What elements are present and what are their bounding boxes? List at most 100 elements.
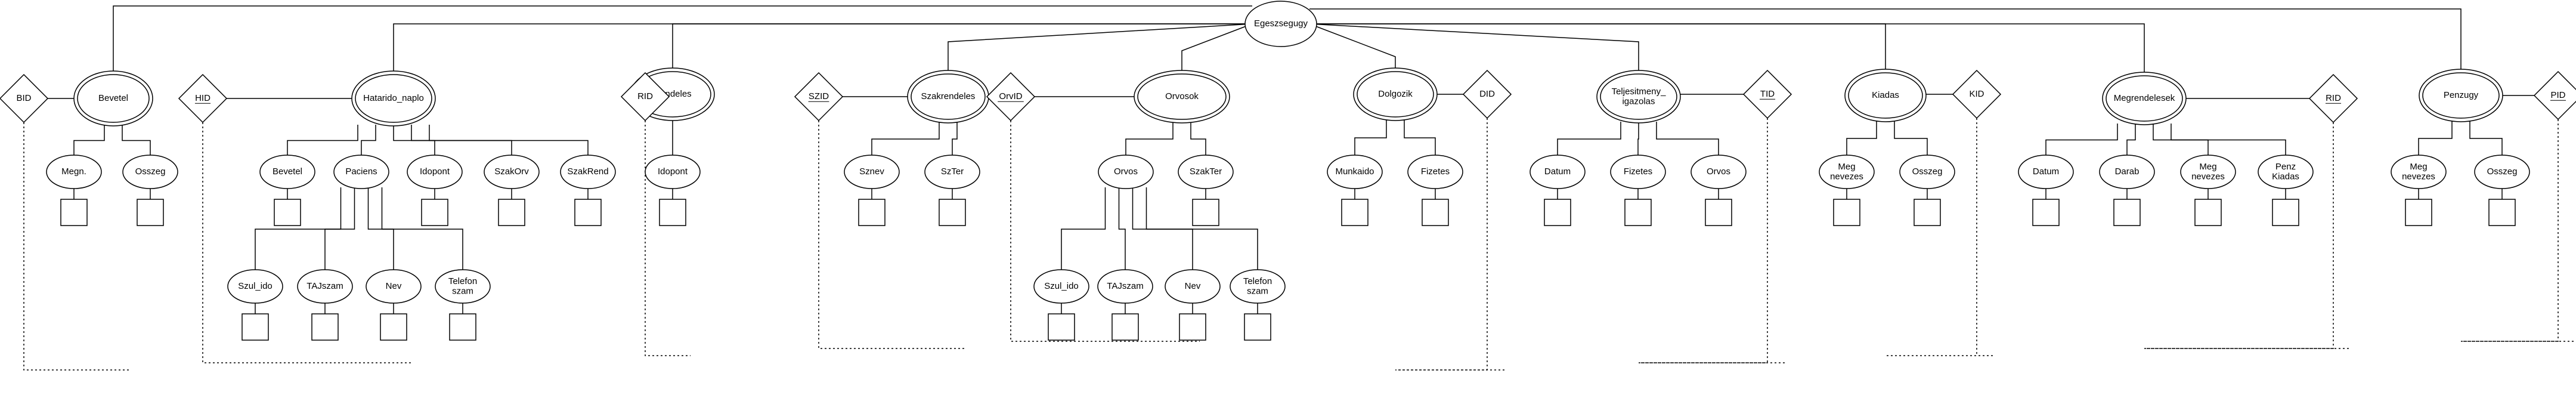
node-label: Orvos bbox=[1707, 166, 1730, 177]
node-label: Datum bbox=[1544, 166, 1571, 177]
attribute-box bbox=[1422, 199, 1449, 226]
attribute-box bbox=[1914, 199, 1941, 226]
attribute-munkaido: Munkaido bbox=[1327, 155, 1383, 226]
node-label: Datum bbox=[2033, 166, 2059, 177]
attribute-szakrend: SzakRend bbox=[560, 155, 616, 226]
node-label: Megn. bbox=[61, 166, 86, 177]
node-label: Bevetel bbox=[273, 166, 302, 177]
attribute-box bbox=[242, 313, 269, 341]
entity-dolgozik: Dolgozik bbox=[1353, 67, 1438, 121]
attribute-szakter: SzakTer bbox=[1178, 155, 1234, 226]
entity-kiadas: Kiadas bbox=[1844, 69, 1927, 122]
attribute-box bbox=[2032, 199, 2060, 226]
entity-hataridonaplo: Hatarido_naplo bbox=[351, 70, 436, 127]
attribute-szulido2: Szul_ido bbox=[1033, 269, 1089, 341]
attribute-bevetel2: Bevetel bbox=[259, 155, 315, 226]
attribute-box bbox=[2272, 199, 2299, 226]
attribute-nev1: Nev bbox=[366, 269, 422, 341]
key-szid: SZID bbox=[794, 72, 844, 122]
node-label: SZID bbox=[809, 91, 829, 101]
attribute-idopont1: Idopont bbox=[407, 155, 463, 226]
node-label: Sznev bbox=[859, 166, 884, 177]
attribute-box bbox=[1624, 199, 1652, 226]
node-label: Orvosok bbox=[1165, 91, 1199, 101]
attribute-osszeg1: Osszeg bbox=[122, 155, 178, 226]
node-label: TAJszam bbox=[1107, 281, 1143, 291]
attribute-tajszam1: TAJszam bbox=[297, 269, 353, 341]
entity-bevetel: Bevetel bbox=[73, 70, 153, 127]
attribute-osszeg2: Osszeg bbox=[1899, 155, 1955, 226]
attribute-box bbox=[498, 199, 525, 226]
node-label: Darab bbox=[2115, 166, 2140, 177]
node-label: Szul_ido bbox=[238, 281, 273, 291]
entity-teljesitmeny: Teljesitmeny_igazolas bbox=[1596, 70, 1681, 124]
attribute-box bbox=[1705, 199, 1732, 226]
entity-megrendelesek: Megrendelesek bbox=[2102, 72, 2187, 125]
attribute-fizetes2: Fizetes bbox=[1610, 155, 1666, 226]
key-hid: HID bbox=[178, 73, 228, 124]
node-label: Munkaido bbox=[1335, 166, 1374, 177]
key-rid2: RID bbox=[2308, 73, 2358, 124]
node-label: SzakRend bbox=[567, 166, 608, 177]
attribute-orvos1: Orvos bbox=[1098, 155, 1154, 189]
node-label: Osszeg bbox=[1912, 166, 1943, 177]
node-label: BID bbox=[16, 93, 31, 103]
node-label: KID bbox=[1969, 89, 1984, 99]
attribute-box bbox=[137, 199, 164, 226]
key-bid: BID bbox=[0, 73, 49, 124]
node-label: Teljesitmeny_igazolas bbox=[1612, 87, 1667, 107]
node-label: Nev bbox=[386, 281, 402, 291]
attribute-datum1: Datum bbox=[1530, 155, 1586, 226]
node-label: Dolgozik bbox=[1378, 89, 1413, 99]
attribute-fizetes1: Fizetes bbox=[1407, 155, 1463, 226]
attribute-idopont2: Idopont bbox=[645, 155, 701, 226]
node-label: Orvos bbox=[1114, 166, 1138, 177]
attribute-megn: Megn. bbox=[46, 155, 102, 226]
key-tid: TID bbox=[1742, 69, 1792, 119]
attribute-box bbox=[449, 313, 476, 341]
node-label: HID bbox=[195, 93, 210, 103]
attribute-darab: Darab bbox=[2099, 155, 2155, 226]
attribute-box bbox=[311, 313, 339, 341]
key-rid: RID bbox=[620, 72, 670, 122]
attribute-box bbox=[274, 199, 301, 226]
attribute-box bbox=[380, 313, 407, 341]
attribute-szakorv: SzakOrv bbox=[484, 155, 540, 226]
attribute-sznev: Sznev bbox=[844, 155, 900, 226]
node-label: Bevetel bbox=[98, 93, 128, 103]
attribute-box bbox=[1048, 313, 1075, 341]
attribute-tajszam2: TAJszam bbox=[1097, 269, 1153, 341]
attribute-orvos2: Orvos bbox=[1690, 155, 1747, 226]
key-kid: KID bbox=[1952, 69, 2002, 119]
attribute-box bbox=[2488, 199, 2516, 226]
node-label: TAJszam bbox=[306, 281, 343, 291]
node-label: Megrendelesek bbox=[2114, 93, 2175, 103]
diagram-dashed-links bbox=[23, 118, 2576, 371]
node-label: SzTer bbox=[941, 166, 964, 177]
attribute-osszeg3: Osszeg bbox=[2474, 155, 2530, 226]
attribute-datum2: Datum bbox=[2018, 155, 2074, 226]
node-label: Kiadas bbox=[1872, 90, 1899, 100]
key-did: DID bbox=[1462, 69, 1512, 119]
attribute-box bbox=[1111, 313, 1139, 341]
attribute-box bbox=[1179, 313, 1206, 341]
attribute-box bbox=[574, 199, 602, 226]
node-label: Egeszsegugy bbox=[1254, 18, 1308, 29]
attribute-box bbox=[858, 199, 886, 226]
node-label: SzakTer bbox=[1190, 166, 1222, 177]
node-label: Szakrendeles bbox=[921, 91, 976, 101]
node-label: RID bbox=[637, 91, 653, 101]
node-label: RID bbox=[2326, 93, 2341, 103]
